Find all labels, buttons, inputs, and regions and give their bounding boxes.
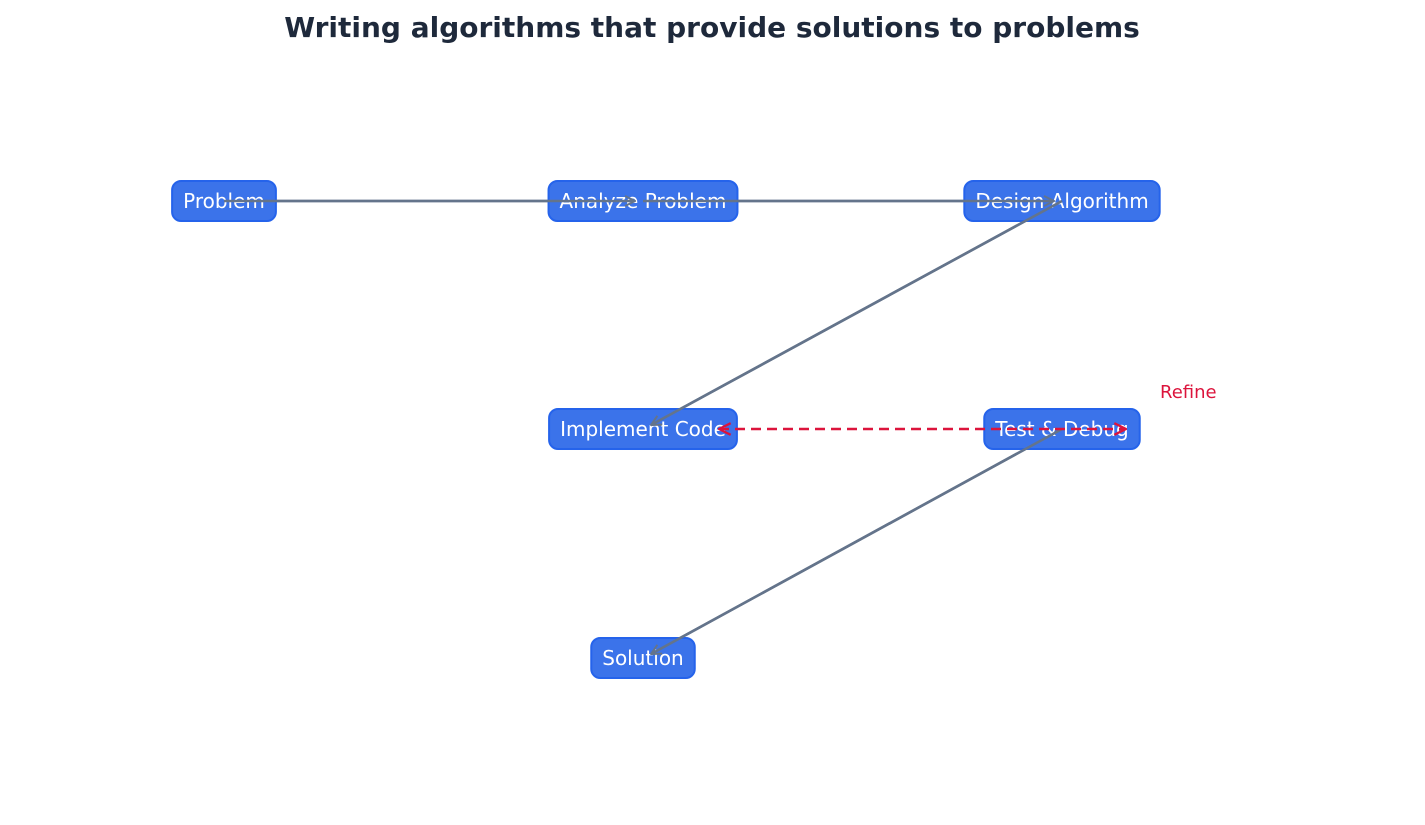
node-label-solution: Solution xyxy=(602,646,683,670)
node-label-implement: Implement Code xyxy=(560,417,726,441)
refine-label: Refine xyxy=(1160,382,1217,403)
node-box-solution xyxy=(590,637,696,679)
edge-labels-layer: Refine xyxy=(224,199,1217,656)
node-implement: Implement Code xyxy=(548,408,738,450)
node-solution: Solution xyxy=(590,637,696,679)
edge-overlay-design-to-implement xyxy=(651,199,1063,427)
edge-overlay-test-to-solution xyxy=(651,427,1063,656)
diagram-title: Writing algorithms that provide solution… xyxy=(284,11,1140,44)
